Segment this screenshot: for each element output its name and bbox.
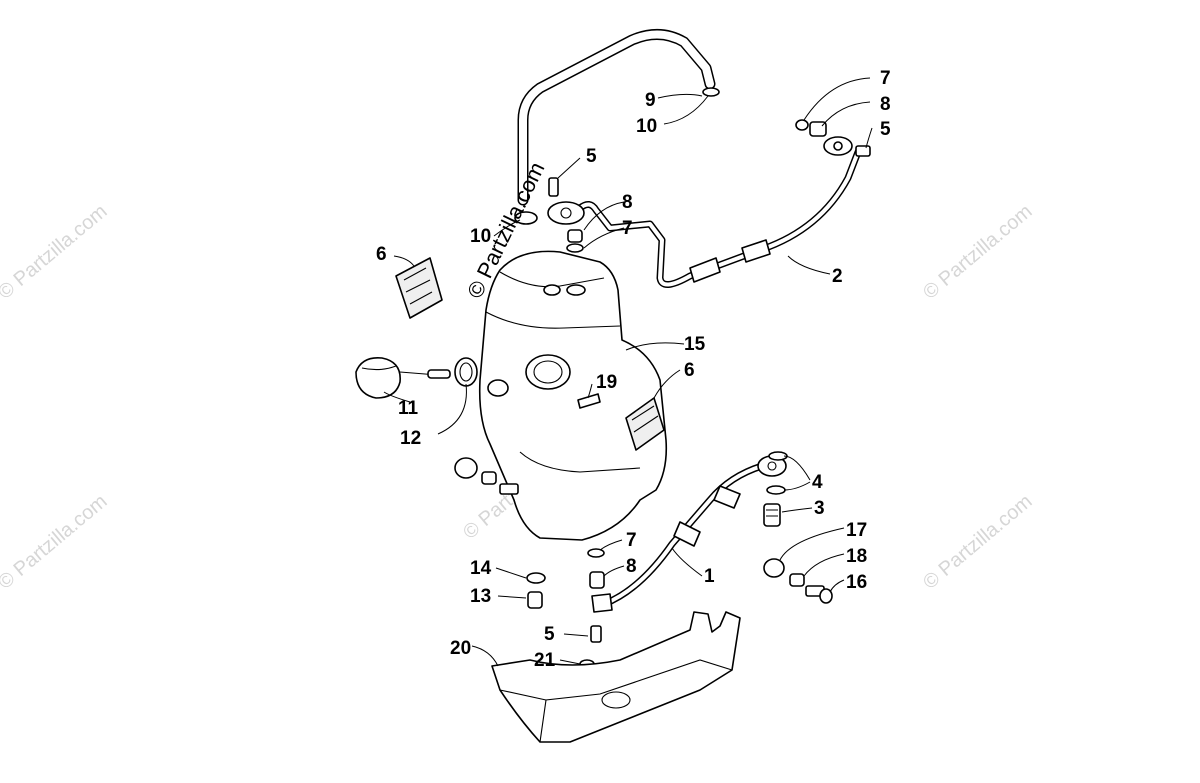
callout-7: 7 [622,218,633,239]
bolt-part-5 [590,625,602,643]
callout-8: 8 [622,192,633,213]
gasket-part-12 [454,357,478,387]
mount-hardware-left [454,457,519,495]
callout-8: 8 [626,556,637,577]
callout-20: 20 [450,638,471,659]
callout-13: 13 [470,586,491,607]
fitting-sleeve-part-8 [589,571,605,589]
callout-4: 4 [812,472,823,493]
callout-labels: 9 10 7 8 5 5 8 7 10 6 2 15 6 19 11 12 4 … [376,68,891,671]
bolt-part-13 [527,591,543,609]
foam-pad-part-6 [625,397,665,451]
o-ring-part-7 [587,548,605,558]
callout-1: 1 [704,566,715,587]
callout-21: 21 [534,650,556,671]
spacer-part-18 [789,573,805,587]
fuel-line-part-1 [591,455,787,613]
foam-pad-part-6 [395,257,443,319]
grommet-part-17 [763,558,785,578]
washer-part-4 [766,451,788,495]
leader-lines [383,77,873,667]
callout-16: 16 [846,572,867,593]
callout-7: 7 [880,68,891,89]
watermark-faded: © Partzilla.com [0,490,111,593]
callout-6: 6 [684,360,695,381]
callout-18: 18 [846,546,867,567]
callout-15: 15 [684,334,706,355]
callout-8: 8 [880,94,891,115]
banjo-fitting-top [547,177,585,253]
vent-hose-part-9 [517,29,716,206]
callout-6: 6 [376,244,387,265]
banjo-bolt-part-3 [763,503,781,527]
fuel-cap-part-11 [355,356,451,399]
callout-11: 11 [398,398,419,419]
callout-2: 2 [832,266,843,287]
fuel-line-part-2 [576,136,862,288]
bolt-part-5 [855,145,871,157]
washer-part-14 [526,572,546,584]
fuel-tank-part-15 [478,250,668,541]
callout-12: 12 [400,428,421,449]
callout-5: 5 [586,146,597,167]
watermark-faded: © Partzilla.com [919,490,1036,593]
callout-3: 3 [814,498,825,519]
callout-10: 10 [636,116,657,137]
callout-19: 19 [596,372,617,393]
skid-plate-part-20 [491,611,741,743]
o-ring-part-7 [795,119,809,131]
callout-10: 10 [470,226,491,247]
callout-14: 14 [470,558,492,579]
watermark-faded: © Partzilla.com [919,200,1036,303]
bolt-part-16 [805,585,833,604]
watermark-faded: © Partzilla.com [0,200,111,303]
callout-5: 5 [880,119,891,140]
callout-17: 17 [846,520,867,541]
callout-7: 7 [626,530,637,551]
hose-clamp-part-10 [514,87,720,225]
callout-5: 5 [544,624,555,645]
callout-9: 9 [645,90,656,111]
